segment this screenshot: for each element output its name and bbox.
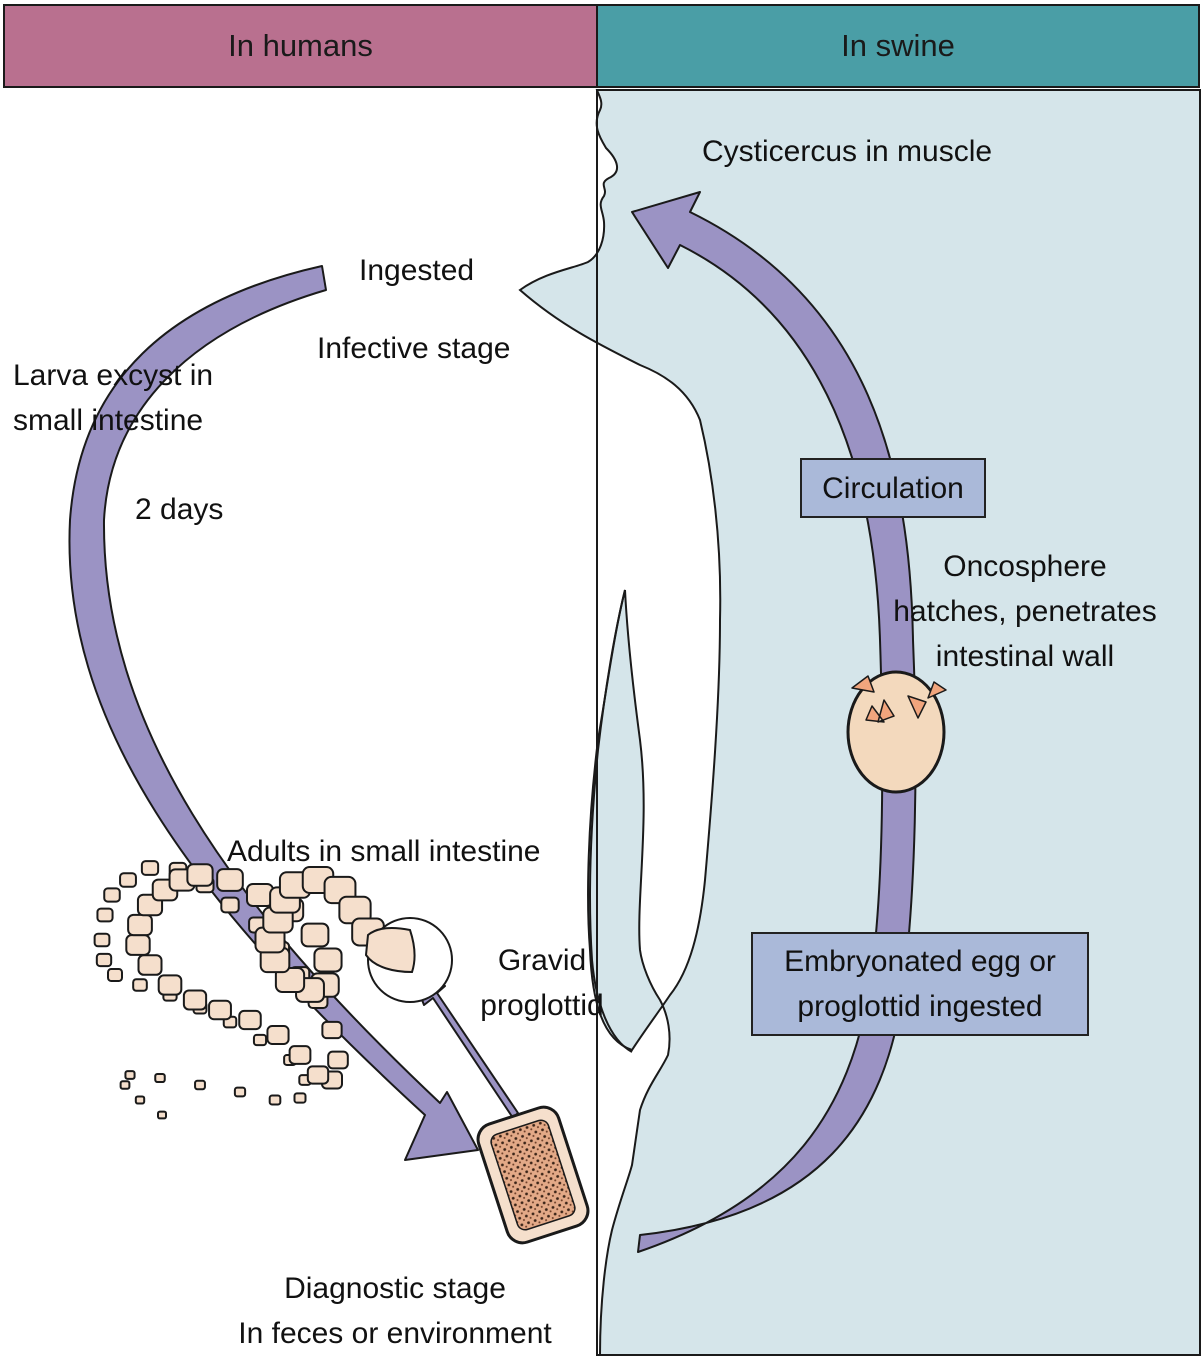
tapeworm-segment bbox=[182, 989, 208, 1011]
tapeworm-segment bbox=[300, 922, 330, 948]
tapeworm-segment bbox=[233, 1086, 247, 1098]
tapeworm-segment bbox=[96, 907, 114, 923]
tapeworm-segment bbox=[321, 1020, 343, 1040]
tapeworm-segment bbox=[127, 913, 153, 937]
swine-panel-border bbox=[596, 89, 1201, 1356]
tapeworm-segment bbox=[246, 882, 274, 908]
header-in-humans-label: In humans bbox=[228, 28, 373, 63]
circulation-box: Circulation bbox=[800, 458, 986, 518]
tapeworm-segment bbox=[194, 1079, 206, 1091]
label-gravid-proglottid: Gravid proglottid bbox=[480, 944, 604, 1022]
embryonated-egg-box: Embryonated egg or proglottid ingested bbox=[751, 932, 1089, 1036]
label-diagnostic-stage: Diagnostic stage In feces or environment bbox=[238, 1272, 552, 1350]
label-oncosphere: Oncosphere hatches, penetrates intestina… bbox=[893, 550, 1157, 673]
tapeworm-segment bbox=[216, 868, 244, 892]
tapeworm-segment bbox=[208, 999, 232, 1021]
tapeworm-segment bbox=[293, 1092, 307, 1104]
label-ingested: Ingested bbox=[359, 254, 475, 287]
tapeworm-segment bbox=[137, 954, 163, 976]
header-in-swine-label: In swine bbox=[841, 28, 955, 63]
tapeworm-segment bbox=[134, 1095, 146, 1105]
gravid-proglottid-icon bbox=[476, 1105, 590, 1245]
tapeworm-segment bbox=[268, 1094, 282, 1106]
tapeworm-segment bbox=[238, 1009, 262, 1031]
tapeworm-segment bbox=[95, 952, 113, 968]
tapeworm-segment bbox=[266, 1025, 290, 1045]
oncosphere-egg-icon bbox=[846, 670, 947, 794]
header-in-humans: In humans bbox=[3, 4, 598, 88]
human-silhouette-icon bbox=[589, 589, 633, 1053]
label-adults: Adults in small intestine bbox=[227, 835, 541, 868]
label-larva-excyst: Larva excyst in small intestine bbox=[13, 359, 214, 437]
tapeworm-segment bbox=[124, 1070, 136, 1080]
tapeworm-segment bbox=[157, 1110, 167, 1120]
tapeworm-icon bbox=[93, 860, 385, 1120]
tapeworm-segment bbox=[252, 1033, 268, 1047]
tapeworm-segment bbox=[306, 1065, 330, 1085]
tapeworm-segment bbox=[186, 863, 214, 887]
label-cysticercus: Cysticercus in muscle bbox=[702, 135, 993, 168]
tapeworm-segment bbox=[107, 968, 123, 982]
tapeworm-segment bbox=[132, 978, 148, 992]
larva-to-feces-arrow bbox=[68, 265, 479, 1161]
header-in-swine: In swine bbox=[596, 4, 1200, 88]
magnifier-circle-icon bbox=[364, 917, 453, 1003]
tapeworm-segment bbox=[220, 896, 240, 914]
tapeworm-segment bbox=[125, 934, 151, 956]
tapeworm-segment bbox=[119, 1080, 131, 1090]
tapeworm-segment bbox=[119, 872, 137, 888]
tapeworm-segment bbox=[93, 932, 111, 948]
tapeworm-segment bbox=[327, 1050, 349, 1070]
tapeworm-segment bbox=[103, 887, 121, 903]
tapeworm-segment bbox=[140, 860, 160, 876]
tapeworm-segment bbox=[157, 974, 183, 996]
tapeworm-segment bbox=[274, 966, 306, 994]
circulation-box-label: Circulation bbox=[822, 471, 964, 505]
tapeworm-segment bbox=[313, 947, 343, 973]
embryonated-egg-box-label: Embryonated egg or proglottid ingested bbox=[784, 945, 1056, 1023]
label-infective-stage: Infective stage bbox=[317, 332, 511, 365]
tapeworm-segment bbox=[154, 1072, 166, 1084]
label-two-days: 2 days bbox=[135, 493, 224, 526]
tapeworm-segment bbox=[288, 1045, 312, 1065]
